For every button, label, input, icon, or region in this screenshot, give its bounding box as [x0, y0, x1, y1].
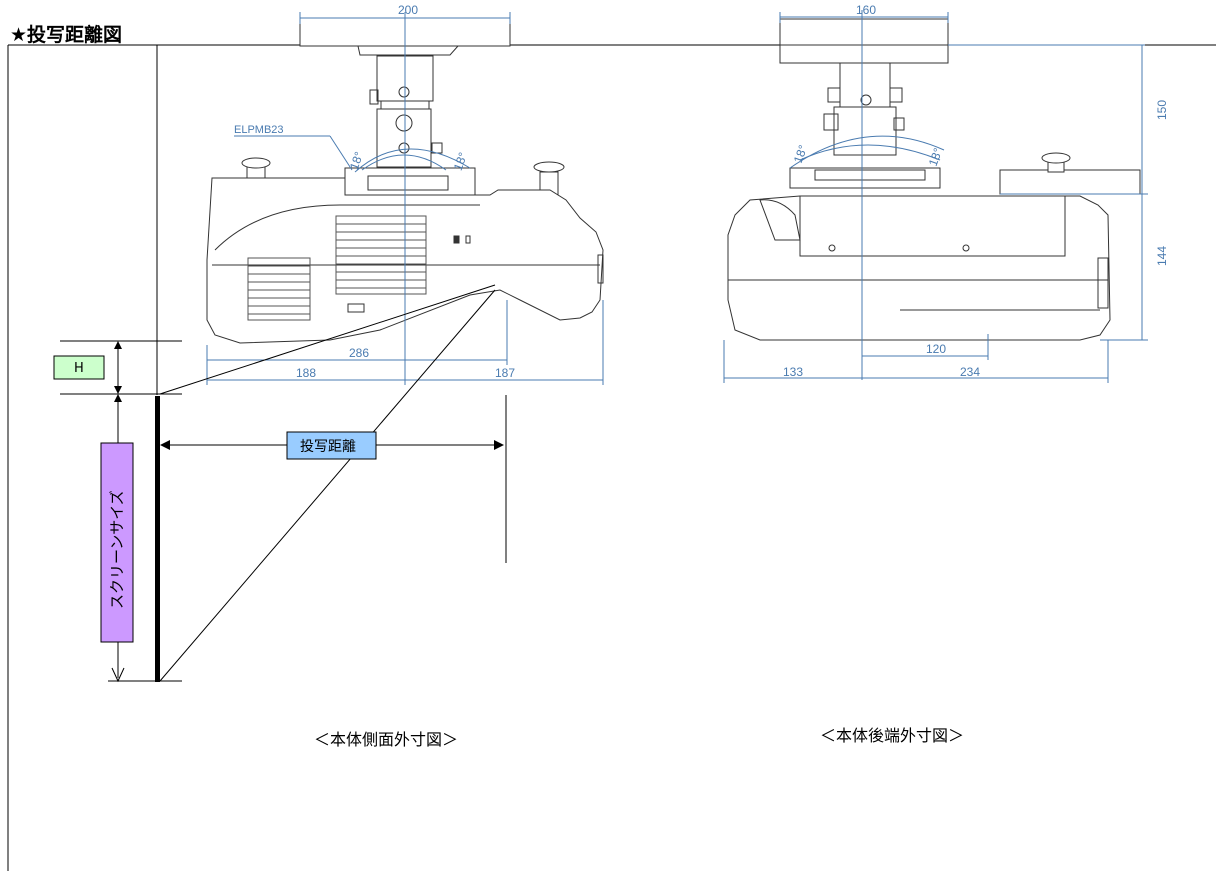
dim-200: 200	[398, 3, 418, 17]
dim-133: 133	[783, 365, 803, 379]
arrow-head	[160, 440, 170, 450]
tilt-arcs-side	[354, 148, 471, 173]
dim-188: 188	[296, 366, 316, 380]
beam-bottom-line	[159, 289, 496, 682]
dim-150: 150	[1155, 100, 1169, 120]
dim-187: 187	[495, 366, 515, 380]
dim-234: 234	[960, 365, 980, 379]
mount-leader-line	[329, 135, 353, 171]
tilt-angle-label: 18°	[791, 143, 810, 165]
distance-label: 投写距離	[300, 438, 356, 455]
mount-model-label: ELPMB23	[234, 124, 284, 136]
rear-dimension-lines	[723, 10, 1148, 383]
side-view-caption: ＜本体側面外寸図＞	[314, 730, 458, 749]
rear-view-projector	[727, 18, 1141, 341]
beam-top-line	[159, 284, 496, 395]
rear-view-caption: ＜本体後端外寸図＞	[820, 726, 964, 745]
dim-120: 120	[926, 342, 946, 356]
h-box	[53, 355, 105, 380]
arrow-head	[114, 394, 122, 402]
screen-size-box	[100, 442, 134, 643]
tilt-angle-label: 18°	[347, 150, 366, 172]
screen	[155, 396, 160, 682]
arrow-head	[114, 386, 122, 394]
h-label: H	[74, 361, 84, 376]
tilt-angle-label: 18°	[451, 150, 470, 172]
tilt-angle-label: 18°	[926, 146, 945, 168]
arrow-head	[494, 440, 504, 450]
arrow-head	[114, 341, 122, 349]
dim-144: 144	[1155, 246, 1169, 266]
distance-box	[286, 431, 377, 460]
page-title: ★投写距離図	[10, 24, 123, 46]
tilt-arcs-rear	[789, 135, 945, 169]
dim-160: 160	[856, 3, 876, 17]
screen-size-label: スクリーンサイズ	[108, 490, 126, 609]
dim-286: 286	[349, 346, 369, 360]
